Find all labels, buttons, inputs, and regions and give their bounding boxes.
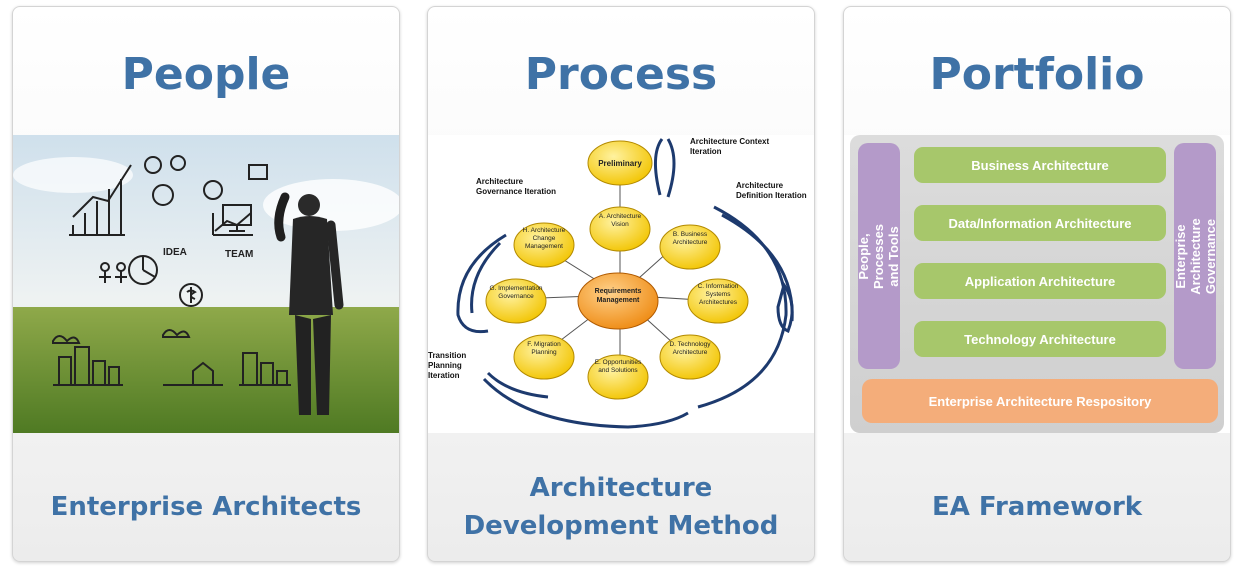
people-card: People (12, 6, 400, 562)
people-subtitle: Enterprise Architects (50, 492, 362, 522)
process-title: Process (524, 49, 718, 100)
phase-e: E. Opportunities and Solutions (594, 359, 642, 374)
portfolio-subtitle: EA Framework (931, 492, 1143, 522)
layer-application: Application Architecture (914, 263, 1166, 299)
portfolio-title: Portfolio (929, 49, 1145, 100)
people-image: IDEA TEAM (13, 135, 399, 433)
sketch-label-idea: IDEA (163, 247, 187, 258)
sketch-label-team: TEAM (225, 249, 253, 260)
label-context-iteration: Architecture Context Iteration (690, 137, 770, 156)
iteration-loops (456, 138, 794, 429)
phase-a: A. Architecture Vision (598, 213, 642, 228)
label-definition-iteration: Architecture Definition Iteration (736, 181, 807, 200)
adm-cycle-diagram: Preliminary A. Architecture Vision B. Bu… (428, 135, 814, 433)
ea-framework-diagram: People, Processes and Tools Enterprise A… (844, 135, 1230, 433)
phase-f: F. Migration Planning (527, 341, 561, 356)
layer-technology: Technology Architecture (914, 321, 1166, 357)
right-pillar-label: Enterprise Architecture Governance (1172, 217, 1218, 295)
process-subtitle: Architecture Development Method (463, 473, 779, 541)
phase-h: H. Architecture Change Management (522, 227, 566, 250)
phase-preliminary: Preliminary (598, 159, 642, 168)
portfolio-card: Portfolio People, Processes and Tools En… (843, 6, 1231, 562)
sketch-doodles (52, 155, 291, 386)
process-card: Process (427, 6, 815, 562)
phase-g: G. Implementation Governance (489, 285, 543, 300)
label-transition-iteration: Transition Planning Iteration (428, 351, 467, 380)
phase-b: B. Business Architecture (672, 231, 708, 246)
requirements-management: Requirements Management (594, 288, 642, 304)
adm-phases (485, 140, 749, 400)
people-title: People (121, 49, 291, 100)
businessman-figure (274, 192, 344, 415)
right-pillar: Enterprise Architecture Governance (1172, 143, 1218, 369)
layer-data-information: Data/Information Architecture (914, 205, 1166, 241)
phase-c: C. Information Systems Architectures (697, 283, 739, 306)
left-pillar-label: People, Processes and Tools (856, 223, 902, 289)
repository-bar: Enterprise Architecture Respository (862, 379, 1218, 423)
label-governance-iteration: Architecture Governance Iteration (476, 177, 557, 196)
layer-business: Business Architecture (914, 147, 1166, 183)
left-pillar: People, Processes and Tools (856, 143, 902, 369)
phase-d: D. Technology Architecture (669, 341, 711, 356)
